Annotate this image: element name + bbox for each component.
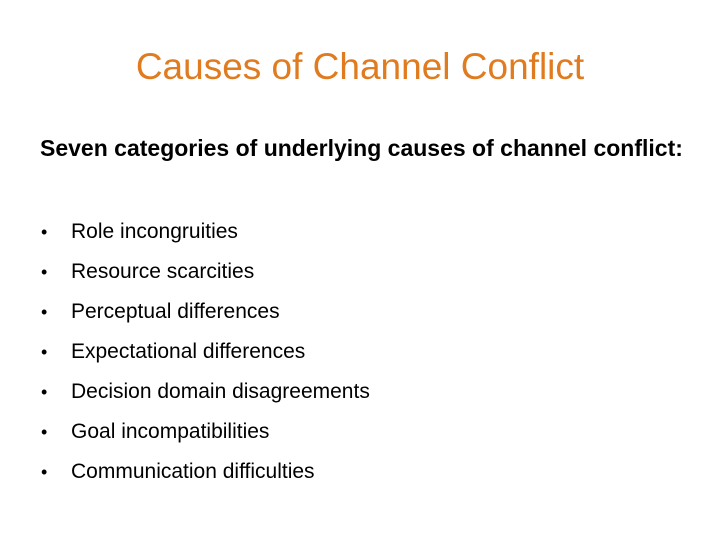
- list-item-label: Communication difficulties: [71, 460, 315, 483]
- list-item-label: Decision domain disagreements: [71, 380, 370, 403]
- bullet-icon: •: [41, 462, 48, 482]
- bullet-icon: •: [41, 302, 48, 322]
- list-item-label: Goal incompatibilities: [71, 420, 270, 443]
- list-item-label: Role incongruities: [71, 220, 238, 243]
- bullet-icon: •: [41, 342, 48, 362]
- list-item-label: Resource scarcities: [71, 260, 255, 283]
- list-item-label: Perceptual differences: [71, 300, 280, 323]
- bullet-icon: •: [41, 382, 48, 402]
- bullet-icon: •: [41, 422, 48, 442]
- intro-text: Seven categories of underlying causes of…: [40, 135, 683, 161]
- bullet-icon: •: [41, 222, 48, 242]
- slide-title: Causes of Channel Conflict: [135, 46, 585, 87]
- bullet-icon: •: [41, 262, 48, 282]
- list-item-label: Expectational differences: [71, 340, 306, 363]
